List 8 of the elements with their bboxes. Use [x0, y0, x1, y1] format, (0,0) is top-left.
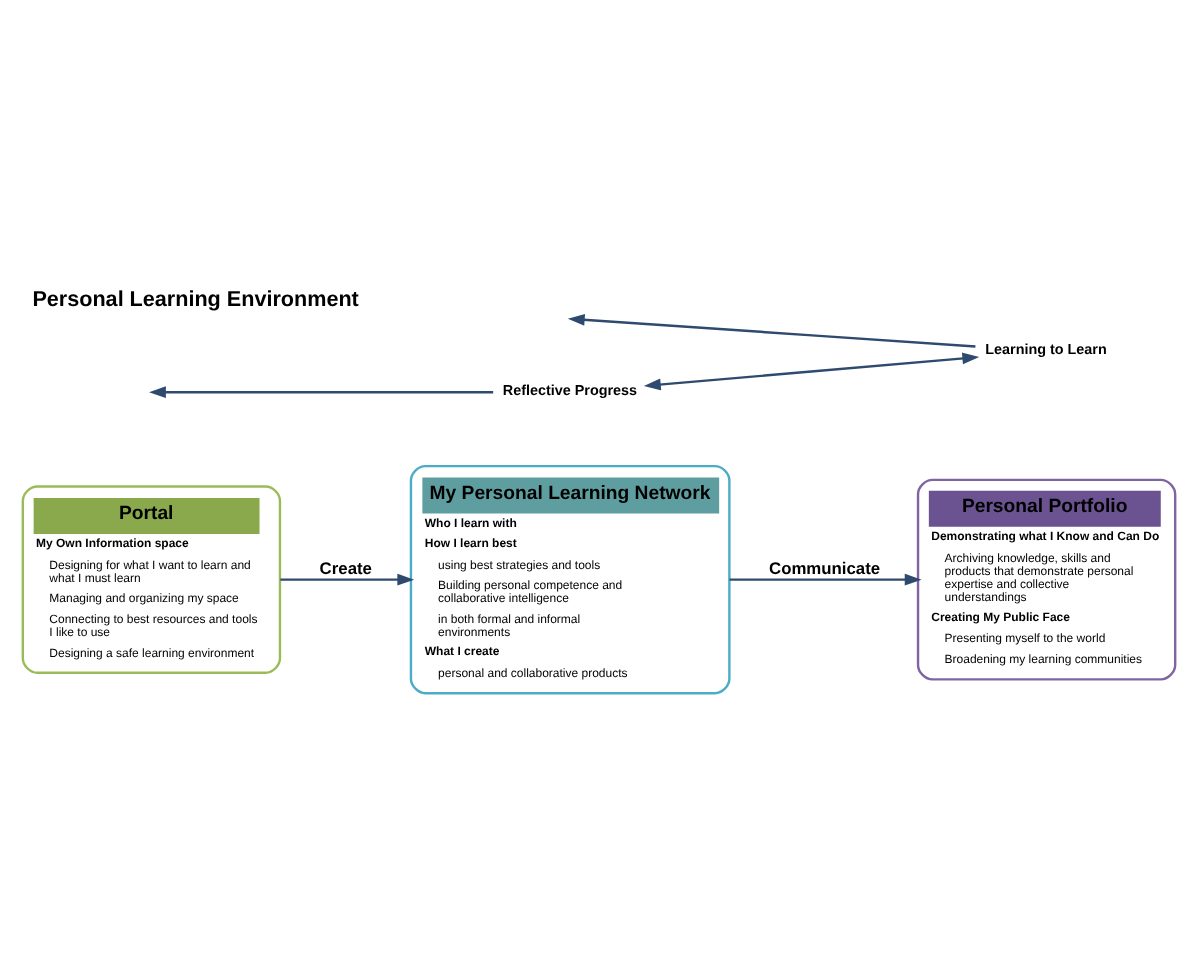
- edge-label: Communicate: [769, 556, 881, 577]
- arrow: [149, 385, 494, 398]
- arrow: [643, 351, 980, 390]
- arrow: [729, 572, 922, 585]
- edge-label: Create: [319, 556, 372, 577]
- diagram-title: Personal Learning Environment: [32, 286, 359, 311]
- arrow: [567, 312, 976, 347]
- arrow: [280, 572, 415, 585]
